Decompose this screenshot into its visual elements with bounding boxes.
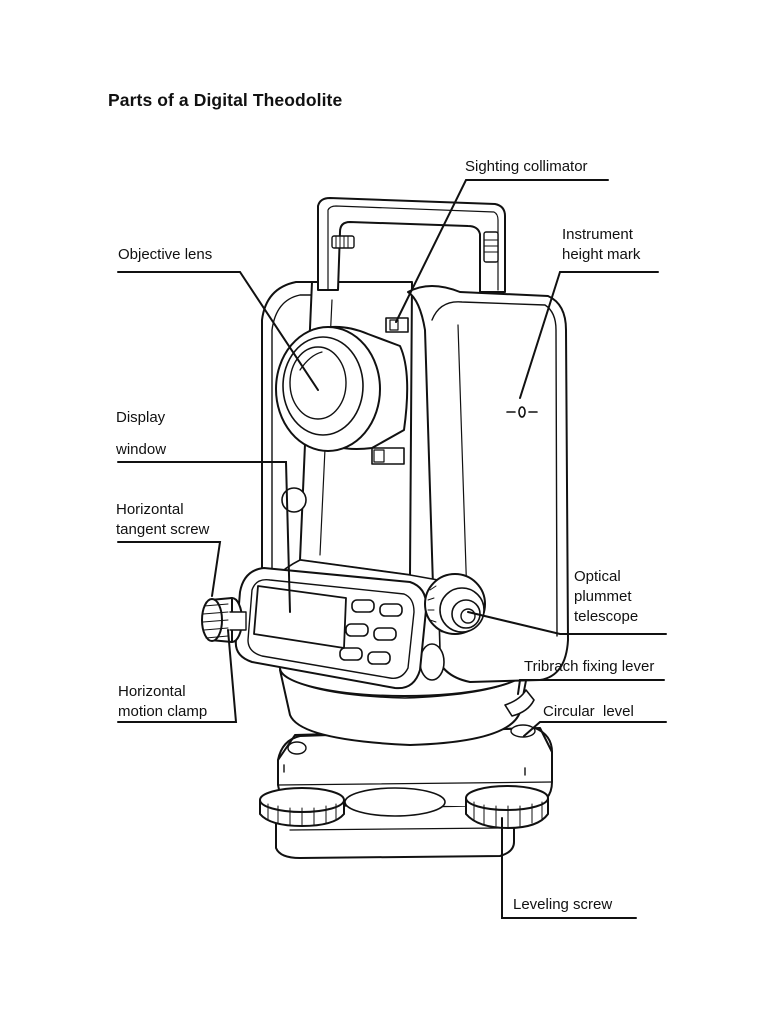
leveling-screw-right [465, 785, 549, 829]
label-horizontal-tangent-line1: Horizontal [116, 501, 184, 518]
label-optical-line3: telescope [574, 608, 639, 625]
label-circular-level: Circular level [543, 703, 634, 720]
leader-horizontal-motion-clamp [117, 629, 238, 723]
leader-circular-level [523, 721, 667, 737]
leader-display-window [117, 461, 291, 613]
display-panel [234, 567, 428, 690]
carrying-handle [317, 197, 506, 465]
leader-horizontal-tangent [117, 541, 222, 597]
leader-optical-plummet [467, 611, 667, 635]
leader-objective-lens [117, 271, 319, 391]
leader-leveling-screw [501, 817, 637, 919]
telescope [275, 325, 409, 452]
label-tribrach-fixing-lever: Tribrach fixing lever [524, 658, 655, 675]
optical-plummet [424, 573, 486, 635]
label-display-line1: Display [116, 409, 166, 426]
label-objective-lens: Objective lens [118, 246, 213, 263]
leader-tribrach-fixing-lever [517, 679, 665, 695]
label-sighting-collimator: Sighting collimator [465, 158, 588, 175]
label-instrument-line1: Instrument [562, 226, 633, 243]
label-leveling-screw: Leveling screw [513, 896, 613, 913]
label-optical-line2: plummet [574, 588, 632, 605]
leader-instrument-height-mark [519, 271, 659, 399]
label-horizontal-motion-line2: motion clamp [118, 703, 208, 720]
leveling-screw-left [259, 787, 345, 827]
label-instrument-line2: height mark [562, 246, 641, 263]
label-display-line2: window [116, 441, 167, 458]
label-optical-line1: Optical [574, 568, 621, 585]
leader-sighting-collimator [395, 179, 609, 323]
horizontal-tangent-knob [201, 597, 247, 643]
page-title: Parts of a Digital Theodolite [108, 90, 343, 110]
label-horizontal-tangent-line2: tangent screw [116, 521, 210, 538]
label-horizontal-motion-line1: Horizontal [118, 683, 186, 700]
